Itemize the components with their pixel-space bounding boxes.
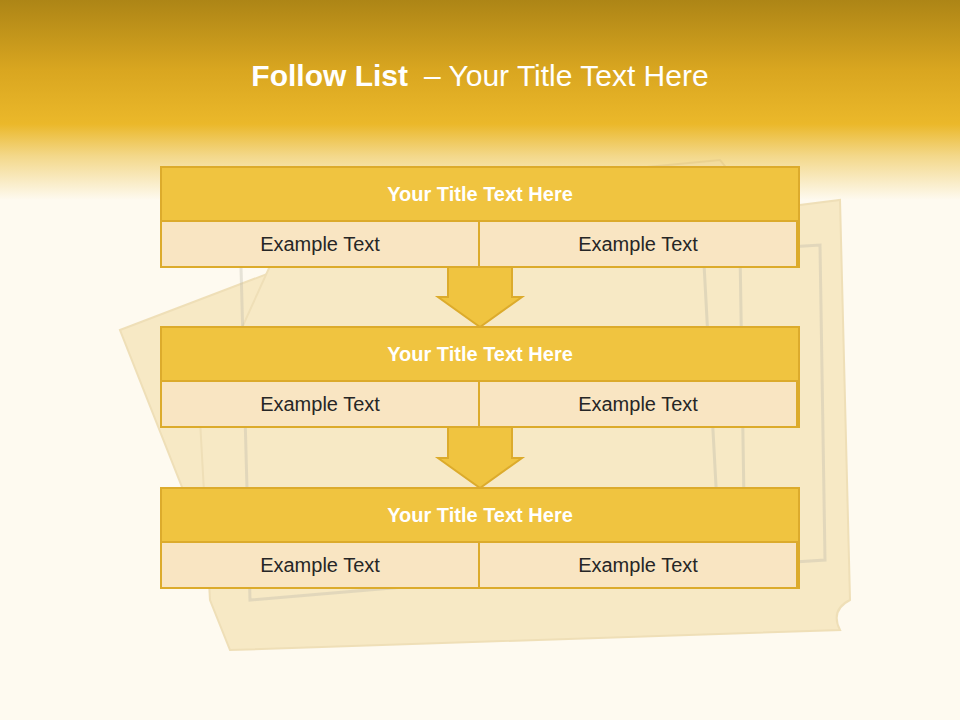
block-arrow [438,267,522,327]
group-title: Your Title Text Here [162,503,798,527]
block-arrow [438,427,522,488]
cell-text: Example Text [260,392,380,416]
text-cell: Example Text [160,541,480,589]
group-title: Your Title Text Here [162,342,798,366]
text-cell: Example Text [478,541,798,589]
text-cell: Example Text [478,380,798,428]
cell-text: Example Text [578,232,698,256]
cell-text: Example Text [578,553,698,577]
step-group: Your Title Text HereExample Text Example … [160,487,800,589]
step-group: Your Title Text HereExample Text Example … [160,166,800,268]
text-cell: Example Text [160,380,480,428]
slide-title: Follow List – Your Title Text Here [0,52,960,100]
cell-text: Example Text [260,553,380,577]
cell-text: Example Text [578,392,698,416]
title-subtext: – Your Title Text Here [424,59,709,92]
title-text: Follow List [251,59,408,92]
text-cell: Example Text [160,220,480,268]
group-title: Your Title Text Here [162,182,798,206]
text-cell: Example Text [478,220,798,268]
cell-text: Example Text [260,232,380,256]
step-group: Your Title Text HereExample Text Example … [160,326,800,428]
